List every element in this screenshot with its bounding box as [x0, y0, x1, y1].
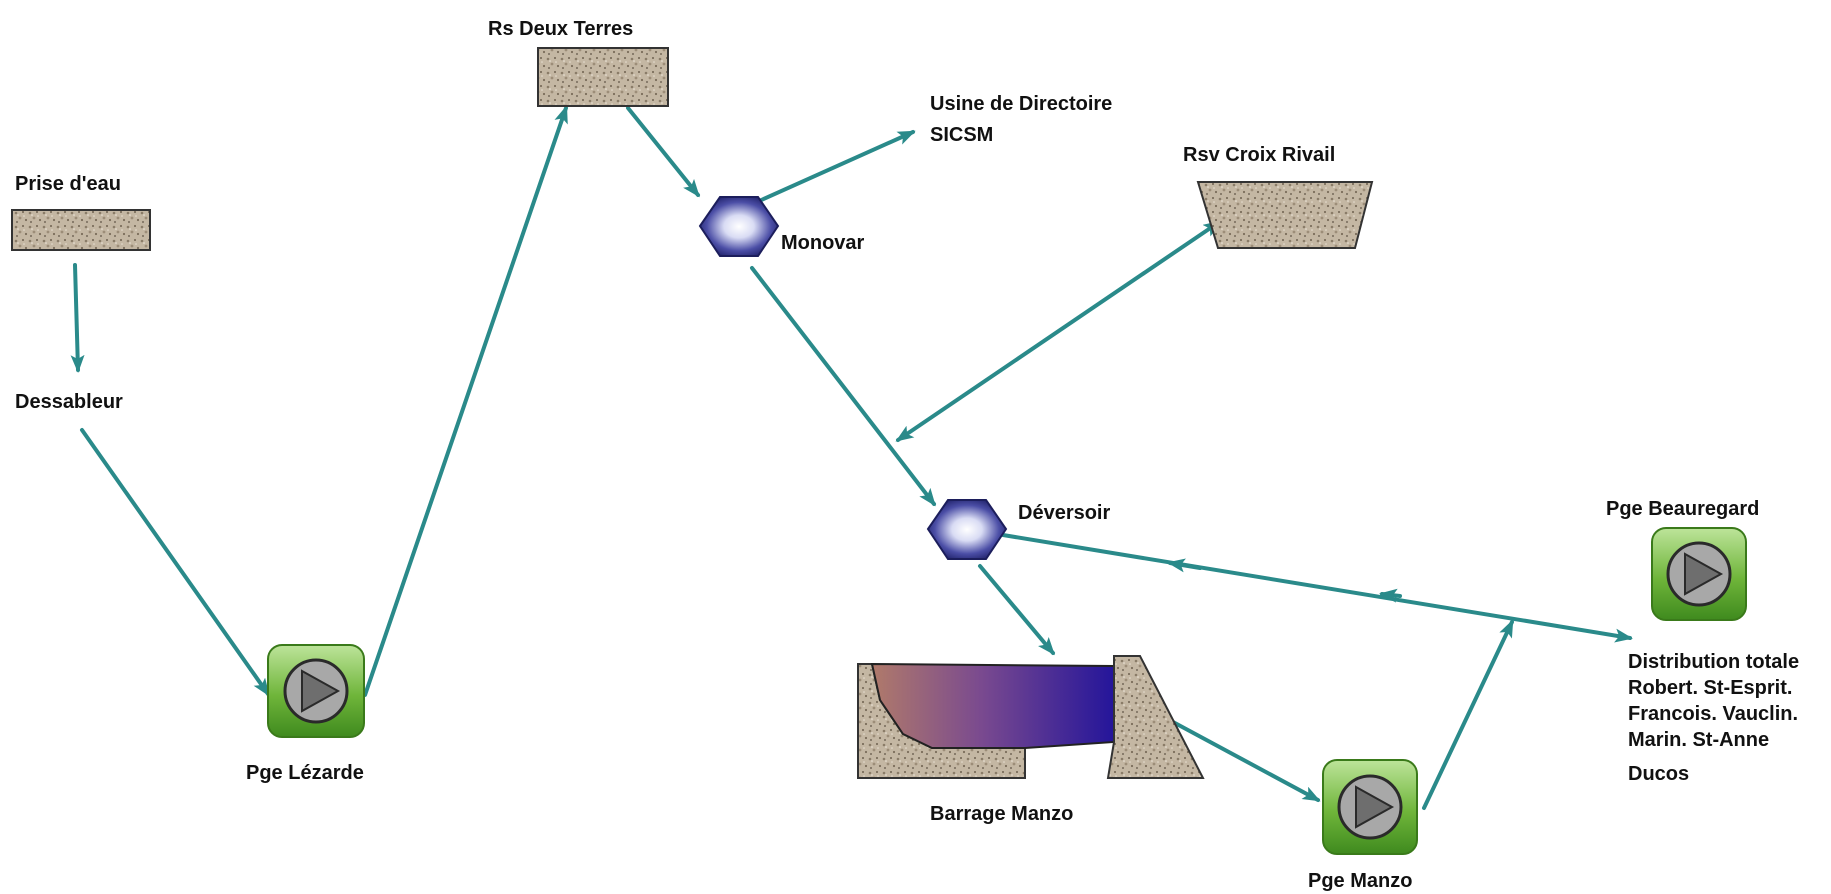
- barrage-manzo-node: Barrage Manzo: [857, 655, 1205, 825]
- pge-beauregard-node: Pge Beauregard: [1606, 498, 1759, 621]
- monovar-node: Monovar: [698, 196, 865, 257]
- distribution-label-line2: Robert. St-Esprit.: [1628, 677, 1792, 699]
- monovar-label: Monovar: [781, 232, 865, 254]
- connector-rs-deux-terres-to-monovar: [626, 106, 700, 198]
- pge-lezarde-label: Pge Lézarde: [246, 762, 364, 784]
- connector-barrage-to-pge-manzo: [1158, 713, 1321, 802]
- rsv-croix-rivail-node: Rsv Croix Rivail: [1183, 144, 1374, 249]
- pge-lezarde-pump-play-icon: [267, 644, 365, 738]
- connector-croix-rivail-bidirectional: [895, 220, 1222, 442]
- deversoir-label: Déversoir: [1018, 502, 1110, 524]
- barrage-manzo-label: Barrage Manzo: [930, 803, 1073, 825]
- prise-eau-gravel-tank-icon: [11, 209, 151, 251]
- pge-beauregard-label: Pge Beauregard: [1606, 498, 1759, 520]
- connector-beauregard-to-deversoir: [1167, 558, 1202, 573]
- distribution-label-line1: Distribution totale: [1628, 651, 1799, 673]
- pge-beauregard-pump-play-icon: [1651, 527, 1747, 621]
- pge-manzo-pump-play-icon: [1322, 759, 1418, 855]
- connector-pge-lezarde-to-rs-deux-terres: [363, 105, 568, 697]
- connector-dessableur-to-pge-lezarde: [80, 428, 270, 697]
- connectors: [70, 105, 1633, 810]
- pge-manzo-label: Pge Manzo: [1308, 870, 1412, 892]
- rs-deux-terres-label: Rs Deux Terres: [488, 18, 633, 40]
- distribution-label-line3: Francois. Vauclin.: [1628, 703, 1798, 725]
- connector-monovar-to-usine: [746, 130, 916, 208]
- barrage-manzo-dam-reservoir-icon: [857, 655, 1205, 779]
- rsv-croix-rivail-gravel-tank-icon: [1196, 181, 1374, 249]
- prise-eau-label: Prise d'eau: [15, 173, 121, 195]
- deversoir-hexagon-valve-icon: [926, 499, 1008, 560]
- distribution-node: Distribution totale Robert. St-Esprit. F…: [1628, 651, 1799, 785]
- connector-monovar-to-deversoir: [750, 266, 936, 507]
- prise-eau-node: Prise d'eau: [11, 173, 151, 251]
- distribution-label-line5: Ducos: [1628, 763, 1689, 785]
- usine-directoire-node: Usine de Directoire SICSM: [930, 93, 1112, 146]
- pge-lezarde-node: Pge Lézarde: [246, 644, 365, 784]
- connector-deversoir-beauregard-arrow: [1379, 588, 1402, 603]
- connector-pge-manzo-to-distribution: [1422, 619, 1514, 810]
- rsv-croix-rivail-label: Rsv Croix Rivail: [1183, 144, 1335, 166]
- monovar-hexagon-valve-icon: [698, 196, 780, 257]
- dessableur-label: Dessableur: [15, 391, 123, 413]
- distribution-label-line4: Marin. St-Anne: [1628, 729, 1769, 751]
- connector-deversoir-to-barrage: [978, 564, 1055, 656]
- pge-manzo-node: Pge Manzo: [1308, 759, 1418, 892]
- usine-directoire-label-line2: SICSM: [930, 124, 993, 146]
- connector-deversoir-to-distribution: [1001, 533, 1633, 643]
- deversoir-node: Déversoir: [926, 499, 1110, 560]
- rs-deux-terres-node: Rs Deux Terres: [488, 18, 669, 107]
- rs-deux-terres-gravel-tank-icon: [537, 47, 669, 107]
- usine-directoire-label-line1: Usine de Directoire: [930, 93, 1112, 115]
- connector-prise-to-dessableur: [70, 263, 85, 373]
